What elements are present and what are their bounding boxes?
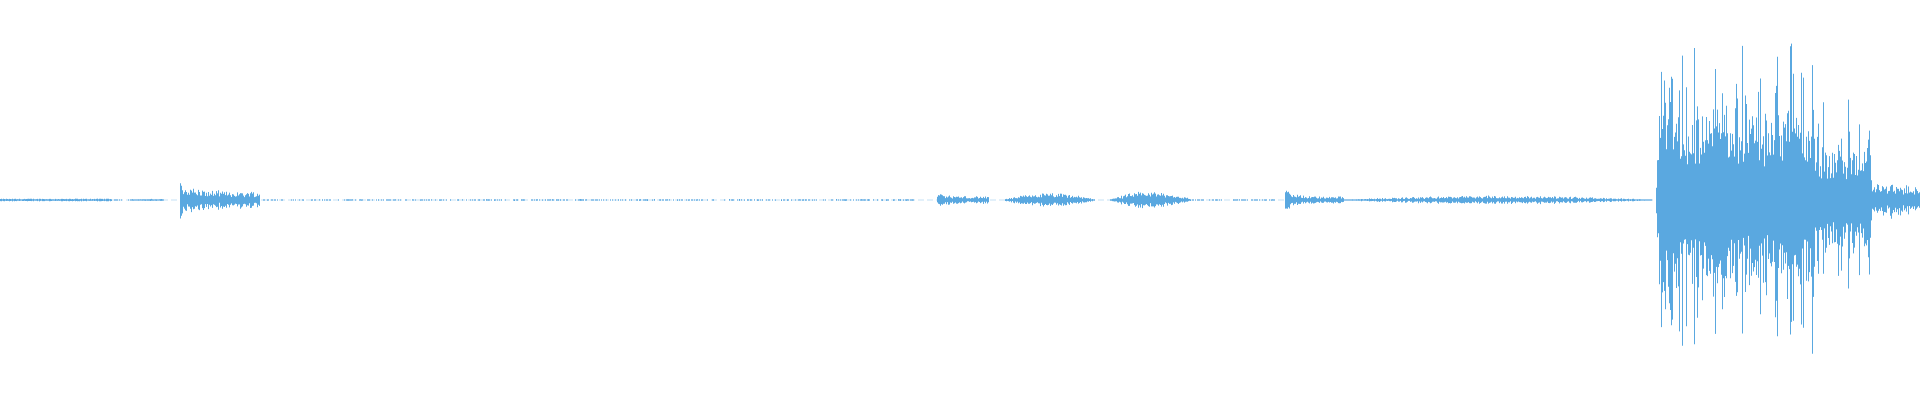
waveform-path-group	[0, 43, 1920, 354]
waveform-path	[0, 43, 1920, 354]
